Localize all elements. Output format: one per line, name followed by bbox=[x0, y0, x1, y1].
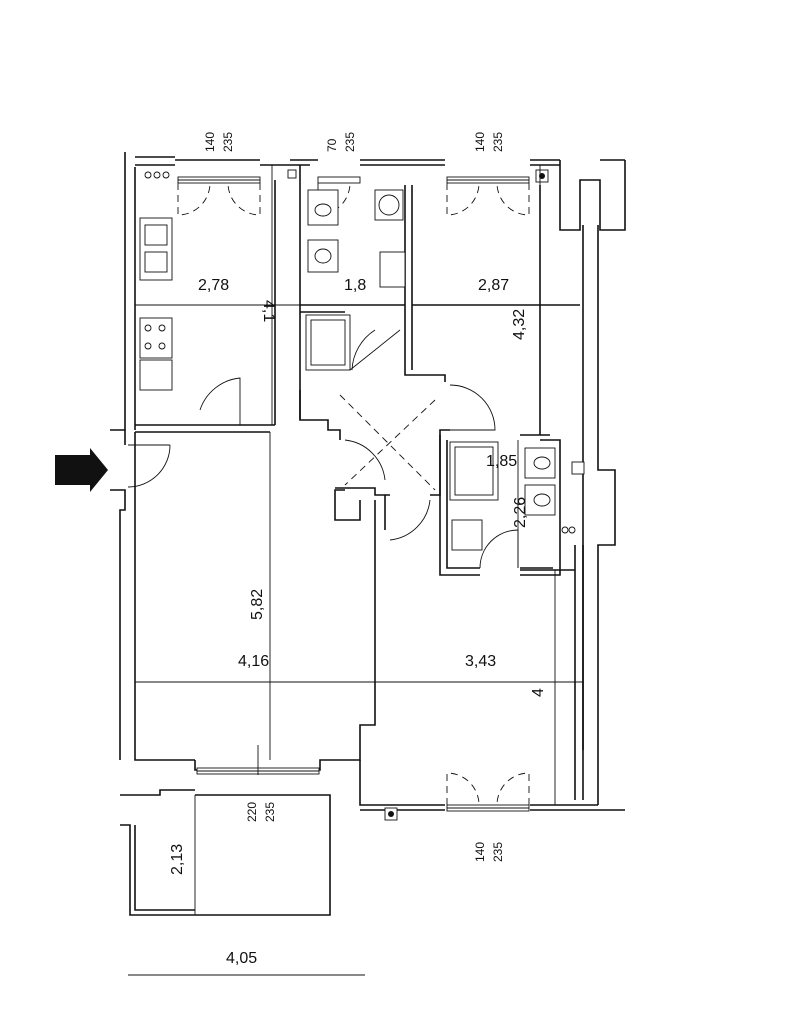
kitchen-window-width: 140 bbox=[203, 132, 217, 152]
kitchen-fixtures bbox=[139, 169, 297, 391]
living-width-label: 4,16 bbox=[238, 653, 269, 670]
bath-sink bbox=[379, 251, 406, 288]
interior-walls bbox=[274, 165, 580, 576]
bath-window-width: 70 bbox=[325, 138, 339, 152]
room2-window-height: 235 bbox=[491, 842, 505, 862]
balcony bbox=[120, 789, 331, 916]
bath-window-height: 235 bbox=[343, 132, 357, 152]
bedroom-width-label: 2,87 bbox=[478, 277, 509, 294]
wc-width-label: 1,85 bbox=[486, 453, 517, 470]
bath-width-label: 1,8 bbox=[344, 277, 366, 294]
room-labels: 2,78 4,1 1,8 2,87 4,32 1,85 2,26 5,82 4,… bbox=[169, 277, 547, 967]
balcony-door-height: 235 bbox=[263, 802, 277, 822]
entrance-arrow-icon bbox=[55, 448, 108, 492]
wc-depth-label: 2,26 bbox=[512, 497, 529, 528]
stove bbox=[139, 317, 173, 359]
kitchen-window-height: 235 bbox=[221, 132, 235, 152]
dimension-lines bbox=[128, 165, 583, 976]
opening-labels: 140 235 70 235 140 235 220 235 140 235 bbox=[203, 132, 505, 862]
room2-width-label: 3,43 bbox=[465, 653, 496, 670]
doors bbox=[127, 182, 530, 806]
bedroom-depth-label: 4,32 bbox=[511, 309, 528, 340]
kitchen-depth-label: 4,1 bbox=[260, 300, 277, 322]
bedroom-window-width: 140 bbox=[473, 132, 487, 152]
kitchen-width-label: 2,78 bbox=[198, 277, 229, 294]
bedroom-window-height: 235 bbox=[491, 132, 505, 152]
balcony-door-width: 220 bbox=[245, 802, 259, 822]
balcony-depth-label: 2,13 bbox=[169, 844, 186, 875]
bath-fixtures bbox=[305, 189, 406, 371]
balcony-width-label: 4,05 bbox=[226, 950, 257, 967]
room2-window-width: 140 bbox=[473, 842, 487, 862]
wc-fixtures bbox=[384, 169, 585, 821]
outer-walls bbox=[110, 152, 626, 811]
room2-depth-label: 4 bbox=[530, 688, 547, 697]
wc-sink bbox=[451, 519, 483, 551]
living-depth-label: 5,82 bbox=[249, 589, 266, 620]
